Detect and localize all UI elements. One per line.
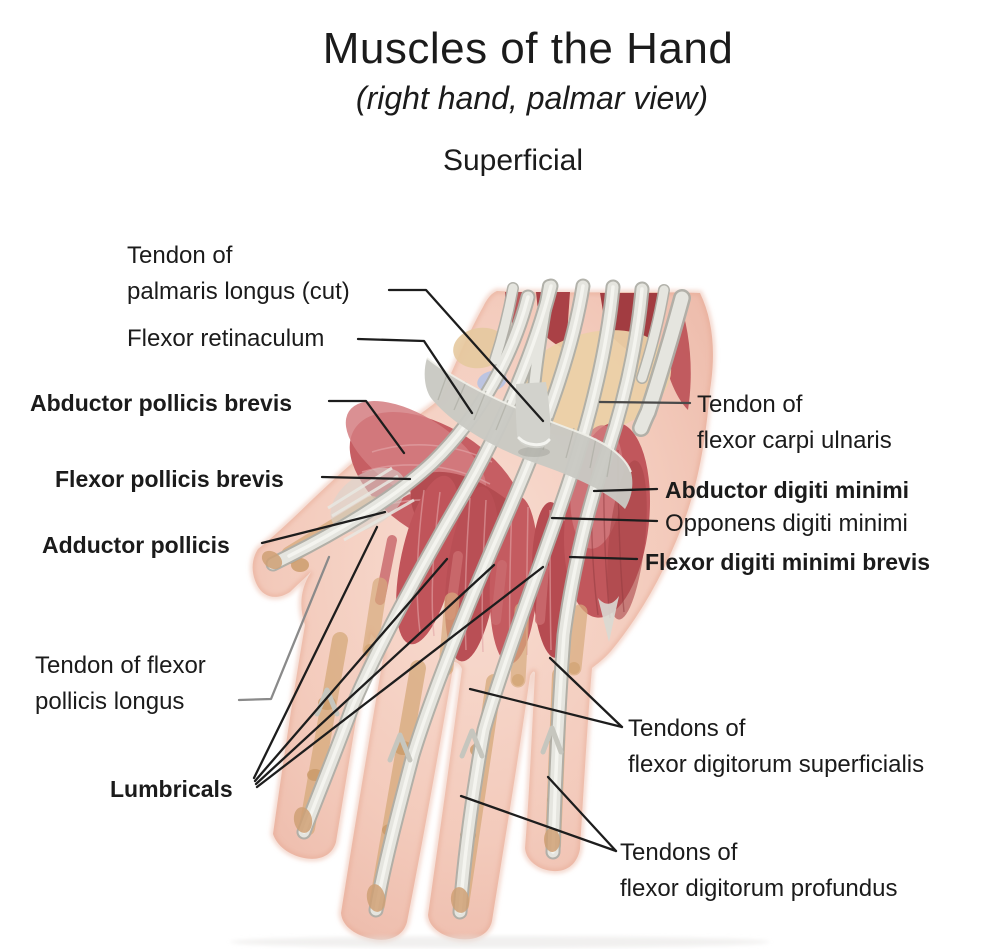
label-tendons-flexor-digitorum-superficialis: Tendons of flexor digitorum superficiali… — [628, 715, 925, 778]
label-tendon-flexor-carpi-ulnaris: Tendon of flexor carpi ulnaris — [697, 391, 892, 454]
leader-abductor-digiti-minimi — [592, 487, 659, 493]
leader-tendon-flexor-carpi-ulnaris — [598, 400, 692, 405]
label-tendon-palmaris-longus: Tendon of palmaris longus (cut) — [127, 242, 350, 305]
bottom-shadow — [230, 936, 770, 948]
label-flexor-retinaculum: Flexor retinaculum — [127, 325, 325, 352]
leader-lines — [237, 288, 692, 853]
leader-flexor-digiti-minimi-brevis — [568, 555, 639, 561]
label-opponens-digiti-minimi: Opponens digiti minimi — [665, 510, 908, 537]
leader-lumbricals — [252, 525, 545, 789]
fingertip-pads — [261, 550, 561, 913]
leader-flexor-retinaculum — [356, 337, 474, 415]
leader-flexor-pollicis-brevis — [320, 475, 412, 481]
label-tendons-flexor-digitorum-profundus: Tendons of flexor digitorum profundus — [620, 839, 898, 902]
page-subtitle: (right hand, palmar view) — [355, 80, 709, 116]
leader-opponens-digiti-minimi — [550, 516, 659, 523]
layer-title: Superficial — [442, 144, 584, 177]
label-abductor-pollicis-brevis: Abductor pollicis brevis — [30, 390, 292, 416]
leader-abductor-pollicis-brevis — [327, 399, 406, 455]
leader-tendons-fdp — [459, 775, 618, 853]
hypothenar-tendon-tip — [598, 596, 619, 642]
page-title: Muscles of the Hand — [322, 24, 734, 73]
leader-tendon-palmaris-longus — [387, 288, 545, 423]
leader-adductor-pollicis — [260, 510, 387, 545]
label-tendon-flexor-pollicis-longus: Tendon of flexor pollicis longus — [35, 652, 206, 715]
label-abductor-digiti-minimi: Abductor digiti minimi — [665, 477, 910, 503]
leader-tendon-flexor-pollicis-longus — [237, 555, 331, 702]
leader-tendons-fds — [468, 656, 624, 729]
label-adductor-pollicis: Adductor pollicis — [42, 532, 230, 558]
label-lumbricals: Lumbricals — [110, 776, 233, 802]
label-flexor-pollicis-brevis: Flexor pollicis brevis — [55, 466, 284, 492]
label-flexor-digiti-minimi-brevis: Flexor digiti minimi brevis — [645, 549, 931, 575]
